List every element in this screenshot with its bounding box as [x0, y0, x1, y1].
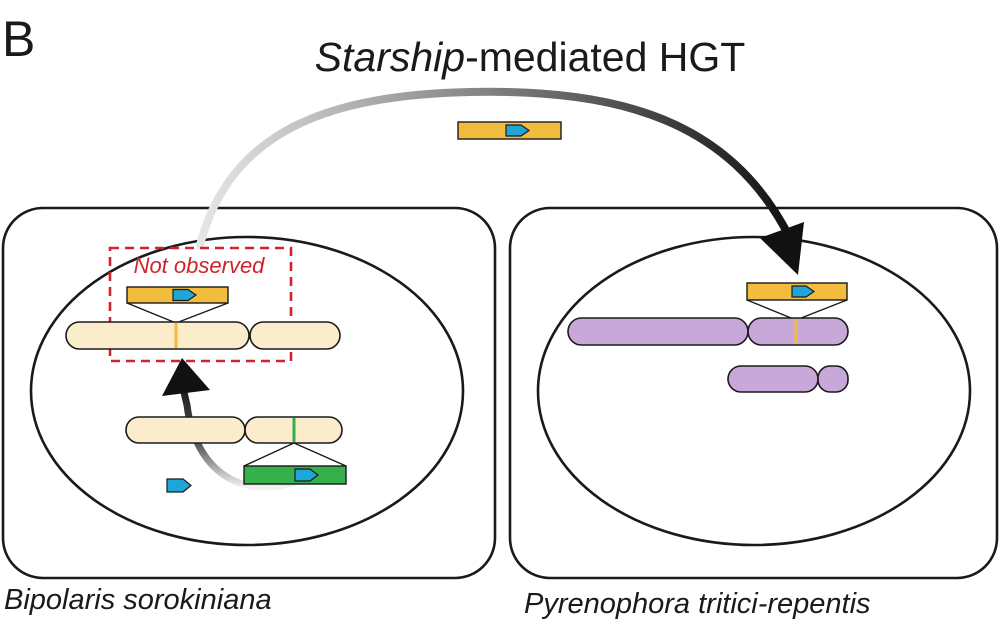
left-nucleus	[29, 235, 465, 547]
right-starship-element	[746, 282, 848, 301]
excision-line	[293, 442, 347, 467]
title-rest: -mediated HGT	[465, 34, 745, 80]
hgt-arrowhead	[760, 222, 804, 275]
transposition-arrowhead	[162, 358, 210, 396]
insertion-line	[175, 302, 229, 324]
hgt-arc-arrow	[196, 87, 794, 249]
right-chromosome-bottom	[727, 365, 849, 393]
floating-starship-element	[457, 121, 562, 140]
insertion-line	[746, 299, 797, 321]
excision-line	[243, 442, 295, 467]
insertion-line	[126, 302, 177, 324]
right-cell-frame	[508, 206, 999, 580]
right-nucleus	[536, 235, 972, 547]
free-cargo-gene-icon	[166, 478, 192, 493]
left-cell-frame	[1, 206, 497, 580]
left-starship-element	[126, 286, 229, 304]
left-chromosome-top	[65, 321, 341, 350]
panel-label: B	[2, 11, 35, 67]
left-chromosome-bottom	[125, 416, 343, 444]
cargo-gene-icon	[294, 468, 319, 482]
left-species-label: Bipolaris sorokiniana	[4, 584, 272, 616]
insertion-line	[795, 299, 848, 321]
right-chromosome-top	[567, 317, 849, 346]
not-observed-box	[108, 246, 293, 363]
right-species-label: Pyrenophora tritici-repentis	[524, 588, 871, 620]
cargo-gene-icon	[505, 124, 531, 137]
diagram-title: Starship-mediated HGT	[315, 34, 746, 80]
title-italic-part: Starship	[315, 34, 465, 80]
cargo-gene-icon	[172, 288, 198, 302]
donor-element	[243, 465, 347, 485]
cargo-gene-icon	[791, 285, 816, 298]
not-observed-label: Not observed	[134, 253, 266, 278]
